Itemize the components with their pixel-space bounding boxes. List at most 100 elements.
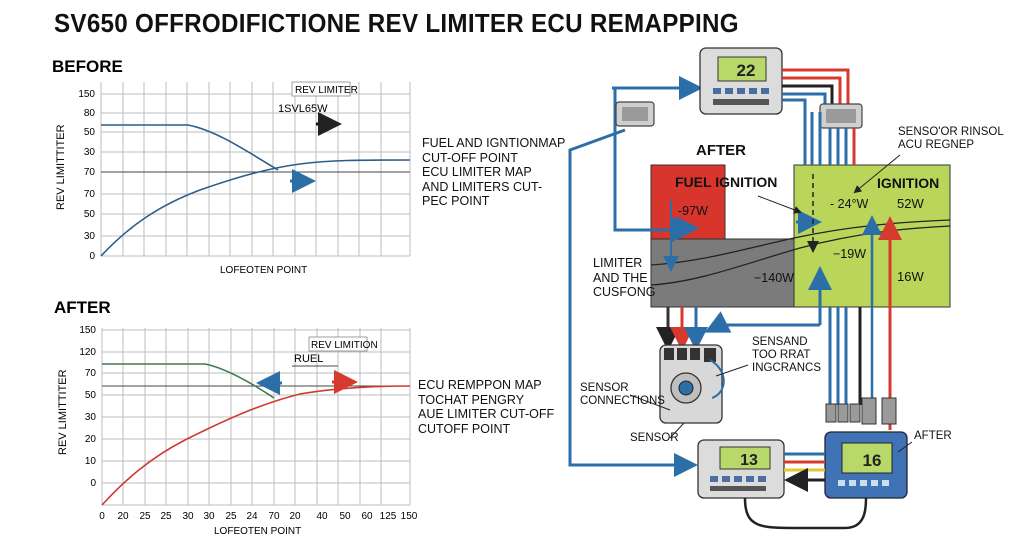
sensor-label-pointer bbox=[669, 422, 685, 439]
after-bottom-label: AFTER bbox=[914, 430, 952, 442]
limiter-note: LIMITER AND THE CUSFONG bbox=[593, 256, 656, 299]
before-y-ticks: 150 80 50 30 70 70 50 30 0 bbox=[78, 89, 95, 262]
before-ylabel: REV LIMITTITER bbox=[55, 124, 67, 210]
after-x-tick: 24 bbox=[246, 511, 258, 522]
top-ecu-buttons bbox=[713, 88, 769, 105]
after-x-tick: 60 bbox=[361, 511, 373, 522]
after-y-tick: 70 bbox=[85, 368, 97, 379]
after-x-tick: 20 bbox=[289, 511, 301, 522]
top-red-wire-1 bbox=[782, 68, 850, 110]
sensor-label: SENSOR bbox=[630, 432, 679, 444]
value-24w: - 24°W bbox=[830, 197, 869, 211]
before-y-tick: 50 bbox=[84, 127, 96, 138]
after-x-tick: 40 bbox=[316, 511, 328, 522]
sensor-feed-wire bbox=[704, 311, 820, 333]
before-y-tick: 150 bbox=[78, 89, 95, 100]
sensor-dial-inner bbox=[678, 380, 694, 396]
before-y-tick: 30 bbox=[84, 231, 96, 242]
after-x-tick: 30 bbox=[203, 511, 215, 522]
top-ecu-screen bbox=[717, 56, 767, 82]
top-left-wire bbox=[613, 88, 696, 242]
value-19w: −19W bbox=[833, 247, 867, 261]
bottom-ecu-screen bbox=[719, 446, 771, 470]
right-ecu-screen bbox=[841, 442, 893, 474]
ecu-down-wire-3 bbox=[782, 98, 807, 165]
value-140w: −140W bbox=[754, 271, 794, 285]
bottom-ecu-buttons bbox=[710, 476, 766, 491]
before-label-box bbox=[291, 81, 351, 97]
after-x-tick: 20 bbox=[117, 511, 129, 522]
right-ecu-buttons bbox=[838, 480, 889, 486]
right-ecu-plugs bbox=[825, 397, 897, 425]
after-x-tick: 125 bbox=[380, 511, 397, 522]
right-ecu-display: 16 bbox=[863, 451, 882, 470]
value-16w: 16W bbox=[897, 269, 924, 284]
after-y-tick: 0 bbox=[90, 478, 96, 489]
after-grid bbox=[101, 328, 411, 506]
top-black-wire bbox=[782, 84, 834, 110]
sensor-note-pointer bbox=[853, 154, 901, 194]
before-limit-curve bbox=[101, 124, 279, 171]
before-label-tag: 1SVL65W bbox=[278, 103, 328, 115]
before-y-tick: 80 bbox=[84, 108, 96, 119]
sensor-plugs bbox=[664, 348, 716, 362]
after-x-ticks: 0 20 25 25 30 30 25 24 70 20 40 50 60 12… bbox=[99, 511, 418, 522]
fuel-ignition-label: FUEL IGNITION bbox=[675, 174, 778, 190]
after-y-tick: 50 bbox=[85, 390, 97, 401]
after-x-tick: 25 bbox=[160, 511, 172, 522]
after-bottom-pointer bbox=[897, 441, 913, 453]
map-curve-1 bbox=[650, 219, 951, 266]
after-label-tag: RUEL bbox=[294, 353, 323, 365]
bottom-ecu-display: 13 bbox=[740, 452, 758, 469]
before-label-box-text: REV LIMITER bbox=[295, 85, 358, 96]
sensor-connections-label: SENSOR CONNECTIONS bbox=[580, 382, 665, 407]
after-xlabel: LOFEOTEN POINT bbox=[214, 526, 301, 537]
after-x-tick: 0 bbox=[99, 511, 105, 522]
before-xlabel: LOFEOTEN POINT bbox=[220, 265, 307, 276]
after-y-tick: 30 bbox=[85, 412, 97, 423]
ignition-pointer bbox=[757, 195, 802, 214]
after-x-tick: 30 bbox=[182, 511, 194, 522]
before-heading: BEFORE bbox=[52, 57, 123, 76]
before-rise-curve bbox=[100, 159, 411, 257]
before-y-tick: 70 bbox=[84, 189, 96, 200]
right-connector-face bbox=[826, 109, 856, 123]
page-title: SV650 OFFRODIFICTIONE REV LIMITER ECU RE… bbox=[54, 8, 739, 38]
left-loop-wire bbox=[568, 128, 698, 477]
before-y-tick: 0 bbox=[89, 251, 95, 262]
after-y-tick: 10 bbox=[85, 456, 97, 467]
before-grid bbox=[100, 82, 411, 257]
after-heading: AFTER bbox=[54, 298, 111, 317]
after-y-tick: 120 bbox=[79, 347, 96, 358]
sensor-conn-pointer bbox=[629, 394, 671, 411]
after-rise-curve bbox=[101, 385, 411, 506]
top-ecu-display: 22 bbox=[737, 61, 756, 80]
connector-down-wires bbox=[828, 128, 848, 165]
after-y-ticks: 150 120 70 50 30 20 10 0 bbox=[79, 325, 96, 489]
after-notes: ECU REMPPON MAP TOCHAT PENGRY AUE LIMITE… bbox=[418, 378, 555, 436]
after-x-tick: 50 bbox=[339, 511, 351, 522]
value-97w: -97W bbox=[678, 204, 708, 218]
before-y-tick: 70 bbox=[84, 167, 96, 178]
after-x-tick: 70 bbox=[268, 511, 280, 522]
bottom-loop-wire bbox=[743, 497, 868, 530]
after-y-tick: 20 bbox=[85, 434, 97, 445]
left-connector-face bbox=[622, 107, 648, 121]
sensor-loop-wire bbox=[709, 359, 725, 399]
map-curve-2 bbox=[650, 225, 951, 286]
value-52w: 52W bbox=[897, 196, 924, 211]
before-y-tick: 30 bbox=[84, 147, 96, 158]
after-label-box-text: REV LIMITION bbox=[311, 340, 378, 351]
after-label-box bbox=[308, 336, 368, 352]
sensand-note: SENSAND TOO RRAT INGCRANCS bbox=[752, 336, 822, 374]
before-y-tick: 50 bbox=[84, 209, 96, 220]
before-notes: FUEL AND IGNTIONMAP CUT-OFF POINT ECU LI… bbox=[422, 136, 566, 208]
ignition-label: IGNITION bbox=[877, 175, 940, 191]
sensand-pointer bbox=[715, 364, 749, 377]
after-ylabel: REV LIMITTITER bbox=[57, 369, 69, 455]
after-x-tick: 25 bbox=[139, 511, 151, 522]
after-x-tick: 150 bbox=[401, 511, 418, 522]
after-y-tick: 150 bbox=[79, 325, 96, 336]
